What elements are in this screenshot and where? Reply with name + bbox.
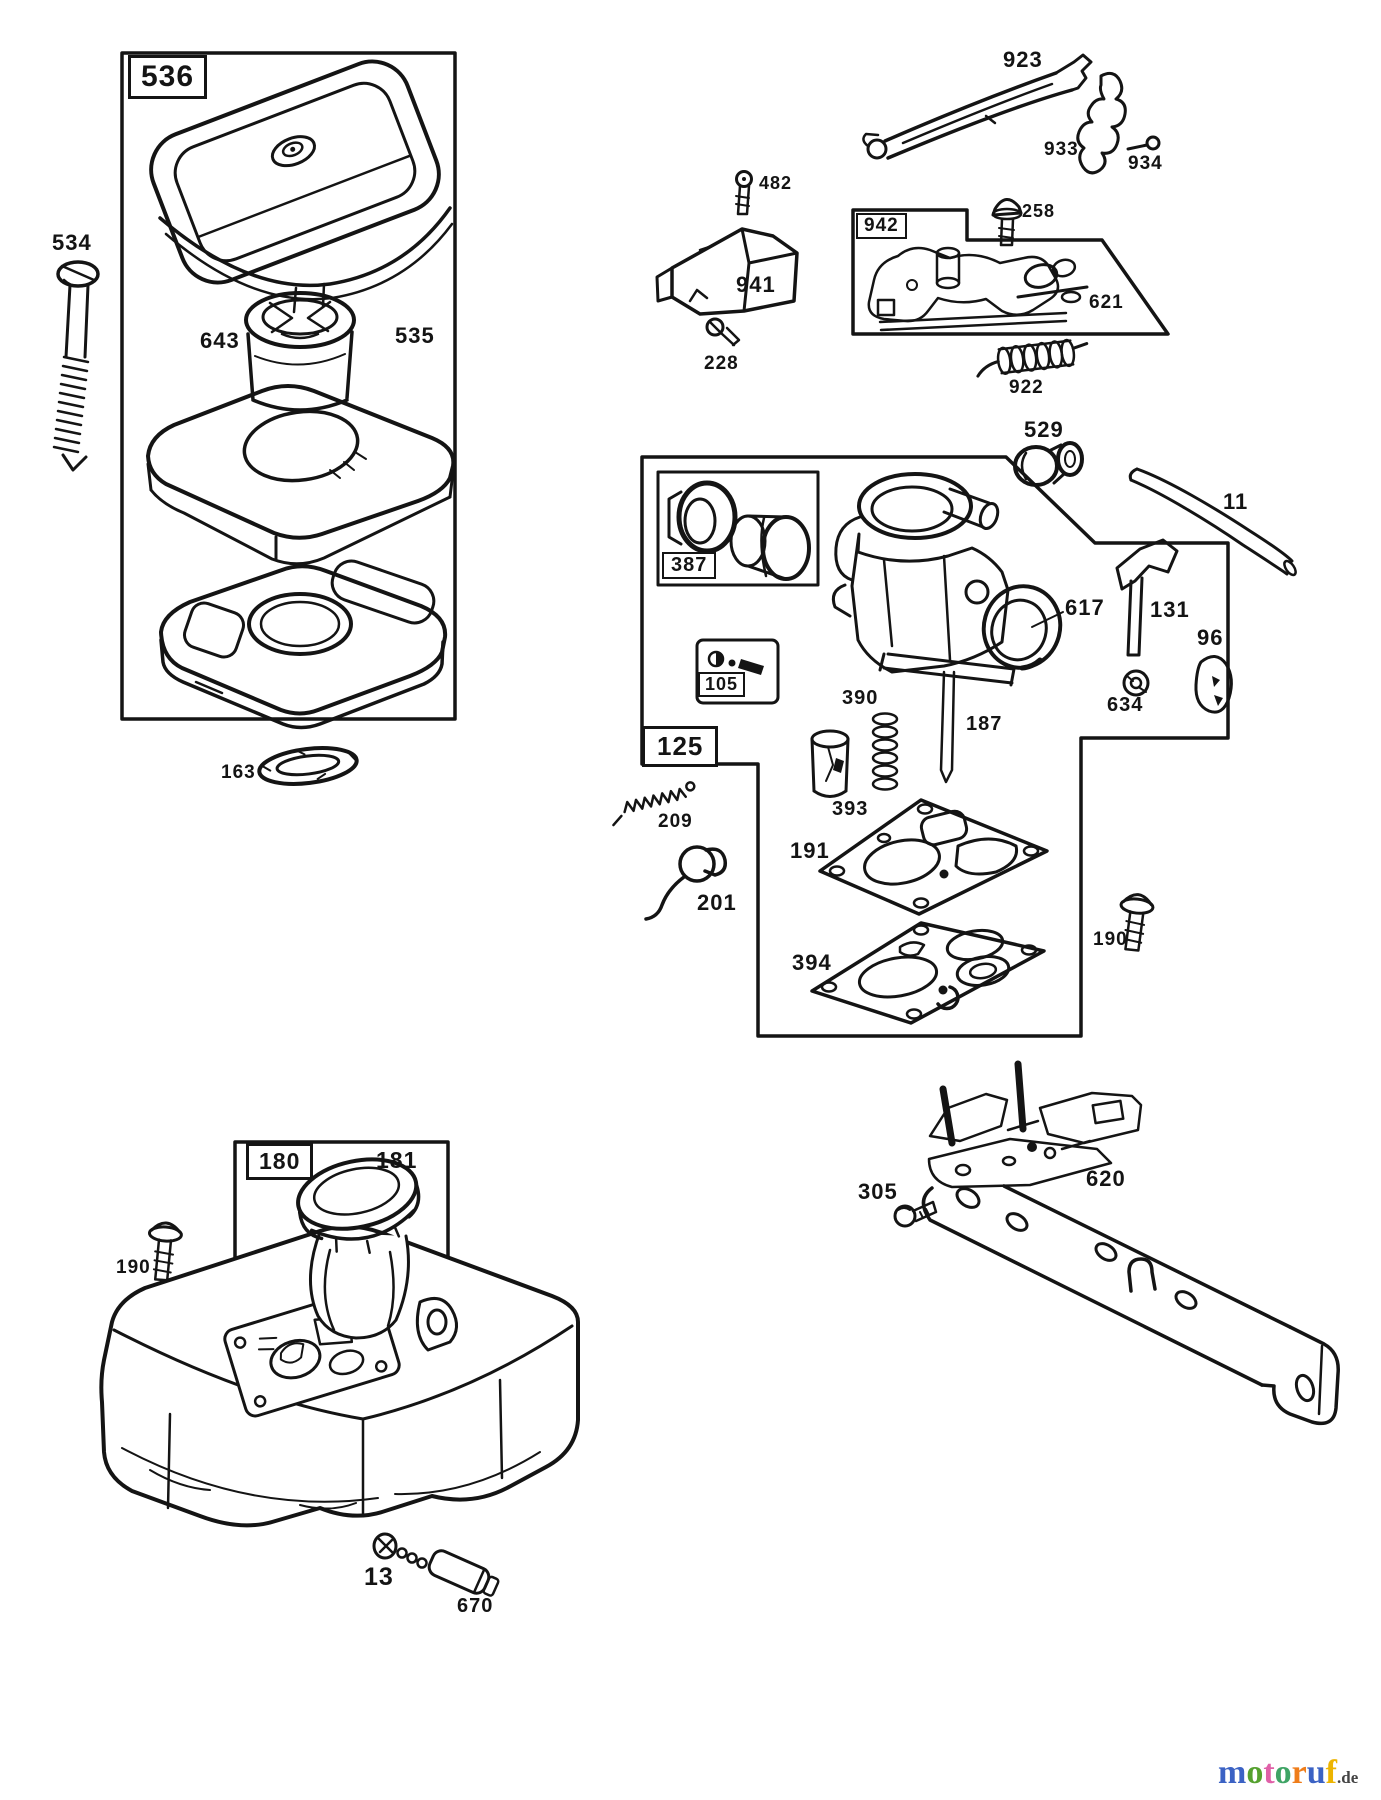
part-label-258: 258 <box>1022 201 1056 221</box>
part-label-13: 13 <box>364 1563 394 1591</box>
bolt-305 <box>893 1200 938 1228</box>
elbow-fitting-529 <box>1013 441 1084 487</box>
filter-670 <box>427 1549 500 1597</box>
part-label-190-right: 190 <box>1093 929 1128 950</box>
logo-suffix: .de <box>1337 1768 1359 1787</box>
part-label-941: 941 <box>736 272 776 297</box>
screw-190-left <box>147 1221 183 1282</box>
filter-base-tray <box>159 559 448 730</box>
part-label-934: 934 <box>1128 153 1163 174</box>
logo-letter: o <box>1274 1754 1292 1791</box>
part-label-181: 181 <box>376 1147 418 1173</box>
choke-shaft-131 <box>1115 538 1179 657</box>
motoruf-logo[interactable]: motoruf.de <box>1218 1754 1358 1792</box>
carburetor-body <box>831 472 1064 687</box>
part-label-942: 942 <box>856 213 907 239</box>
part-label-305: 305 <box>858 1179 898 1204</box>
wire-link-201 <box>644 845 728 921</box>
float-needle-187 <box>939 670 956 784</box>
filter-cup-643 <box>244 291 356 412</box>
governor-crank-933 <box>1076 71 1127 175</box>
logo-letter: r <box>1291 1754 1307 1791</box>
part-label-621: 621 <box>1089 292 1124 313</box>
part-label-922: 922 <box>1009 377 1044 398</box>
logo-letter: m <box>1218 1754 1247 1791</box>
screw-534 <box>52 260 100 472</box>
breather-tube-11 <box>1128 467 1297 577</box>
spring-390 <box>871 712 899 791</box>
part-label-634: 634 <box>1107 694 1144 716</box>
bracket-box-942 <box>851 208 1170 336</box>
jet-kit-box-105 <box>695 638 780 705</box>
screw-190-right <box>1119 893 1155 952</box>
part-label-617: 617 <box>1065 595 1105 620</box>
control-bracket-620 <box>921 1060 1340 1426</box>
part-label-393: 393 <box>832 798 869 820</box>
part-label-228: 228 <box>704 353 739 374</box>
logo-letter: f <box>1325 1754 1337 1791</box>
part-label-482: 482 <box>759 173 793 193</box>
governor-link-923 <box>862 53 1093 160</box>
logo-letter: u <box>1306 1754 1326 1791</box>
part-label-201: 201 <box>697 890 737 915</box>
screw-228 <box>705 317 741 347</box>
spring-922 <box>976 338 1089 378</box>
part-label-534: 534 <box>52 230 92 255</box>
tank-lug <box>415 1296 458 1352</box>
diaphragm-394 <box>810 921 1046 1025</box>
seal-96 <box>1194 655 1233 714</box>
part-label-105: 105 <box>698 672 746 697</box>
part-label-96: 96 <box>1197 625 1224 650</box>
part-label-394: 394 <box>792 950 832 975</box>
pin-934 <box>1126 135 1161 151</box>
part-label-643: 643 <box>200 328 240 353</box>
air-cleaner-cover <box>149 59 454 314</box>
part-label-390: 390 <box>842 687 879 709</box>
part-label-191: 191 <box>790 838 830 863</box>
fuel-cap-181 <box>296 1157 421 1340</box>
part-label-163: 163 <box>221 762 256 783</box>
grommet-box-387 <box>656 470 820 587</box>
screw-258 <box>991 198 1023 247</box>
part-label-180: 180 <box>246 1143 314 1180</box>
part-label-187: 187 <box>966 713 1003 735</box>
gasket-191 <box>818 798 1049 916</box>
part-label-131: 131 <box>1150 597 1190 622</box>
screw-482 <box>735 170 753 216</box>
logo-letter: o <box>1246 1754 1264 1791</box>
part-label-670: 670 <box>457 1595 494 1617</box>
part-label-536: 536 <box>128 55 208 99</box>
washer-634 <box>1122 669 1150 697</box>
carburetor-box-125 <box>640 455 1230 1038</box>
screw-13 <box>372 1532 428 1569</box>
filter-element-535 <box>146 384 456 566</box>
part-label-923: 923 <box>1003 47 1043 72</box>
part-label-125: 125 <box>642 726 719 767</box>
part-label-933: 933 <box>1044 139 1079 160</box>
logo-letter: t <box>1263 1754 1275 1791</box>
part-label-535: 535 <box>395 323 435 348</box>
part-label-529: 529 <box>1024 417 1064 442</box>
part-label-190-left: 190 <box>116 1257 151 1278</box>
part-label-209: 209 <box>658 811 693 832</box>
primer-housing-941 <box>655 227 799 316</box>
cup-393 <box>810 729 850 798</box>
choke-detent-621 <box>1016 258 1089 304</box>
gasket-163 <box>257 746 359 786</box>
part-label-387: 387 <box>662 552 717 579</box>
part-label-620: 620 <box>1086 1166 1126 1191</box>
part-label-11: 11 <box>1223 489 1249 514</box>
air-cleaner-group-box <box>120 51 457 721</box>
spring-209 <box>612 781 696 827</box>
